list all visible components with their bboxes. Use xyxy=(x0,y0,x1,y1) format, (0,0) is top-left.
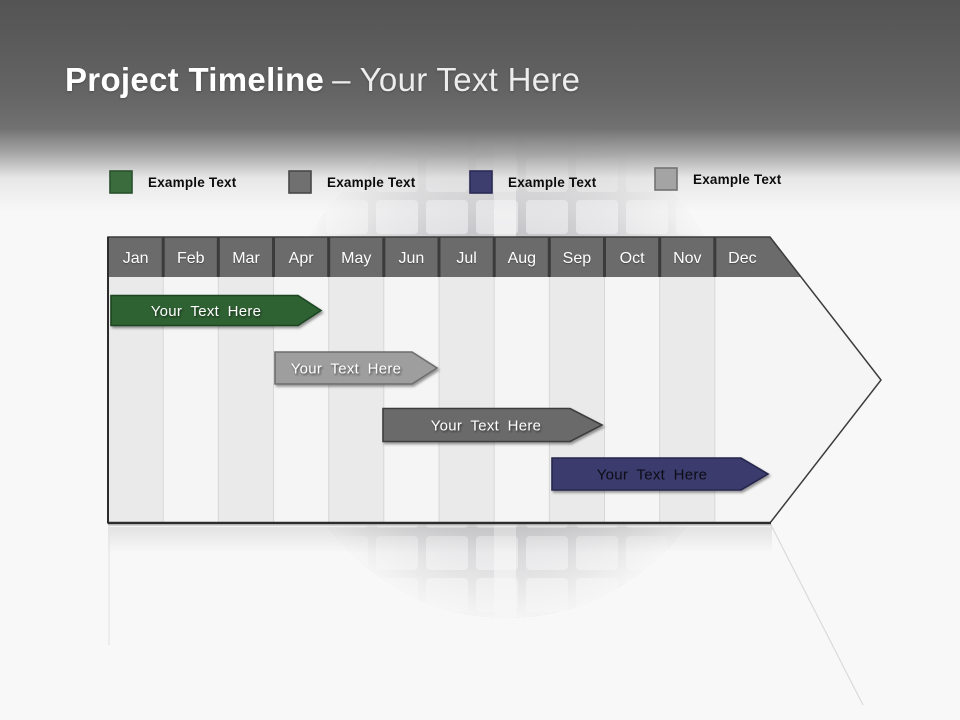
month-label: Aug xyxy=(508,250,536,267)
bar-shape-green xyxy=(110,294,323,327)
legend-label: Example Text xyxy=(693,171,782,187)
legend-item-4: Example Text xyxy=(654,167,781,191)
reflection xyxy=(108,524,864,706)
month-label: Apr xyxy=(289,250,315,267)
title-primary: Project Timeline xyxy=(65,61,325,98)
legend-label: Example Text xyxy=(508,174,597,190)
bar-shape-navy xyxy=(551,457,770,491)
month-header-row xyxy=(108,237,820,277)
bar-shape-darkgray xyxy=(382,407,604,443)
title-secondary: – Your Text Here xyxy=(332,61,581,98)
legend-swatch-navy xyxy=(469,170,493,194)
month-label: Jul xyxy=(456,250,476,267)
legend-label: Example Text xyxy=(148,174,237,190)
month-label: Nov xyxy=(673,250,701,267)
timeline-bar-3: Your Text Here xyxy=(382,407,604,443)
bar-label: Your Text Here xyxy=(291,361,402,378)
timeline-bar-2: Your Text Here xyxy=(274,351,439,385)
bar-shape-lightgray xyxy=(274,351,439,385)
legend-item-2: Example Text xyxy=(288,170,415,194)
month-label: Jan xyxy=(123,250,149,267)
month-label: Mar xyxy=(232,250,260,267)
legend-swatch-green xyxy=(109,170,133,194)
month-label: Dec xyxy=(728,250,756,267)
timeline-bar-1: Your Text Here xyxy=(110,294,323,327)
legend-label: Example Text xyxy=(327,174,416,190)
month-label: Jun xyxy=(399,250,425,267)
month-header-dividers xyxy=(161,237,717,277)
month-label: Feb xyxy=(177,250,205,267)
legend-item-3: Example Text xyxy=(469,170,596,194)
month-label: Sep xyxy=(563,250,592,267)
legend-swatch-gray xyxy=(288,170,312,194)
month-label: Oct xyxy=(620,250,645,267)
timeline-bar-4: Your Text Here xyxy=(551,457,770,491)
bar-label: Your Text Here xyxy=(597,467,708,484)
legend-swatch-lightgray xyxy=(654,167,678,191)
month-label: May xyxy=(341,250,371,267)
slide-title: Project Timeline– Your Text Here xyxy=(65,60,580,100)
bar-label: Your Text Here xyxy=(151,303,262,320)
bar-label: Your Text Here xyxy=(431,418,542,435)
month-labels: Jan Feb Mar Apr May Jun Jul Aug Sep Oct … xyxy=(123,250,757,267)
legend-item-1: Example Text xyxy=(109,170,236,194)
